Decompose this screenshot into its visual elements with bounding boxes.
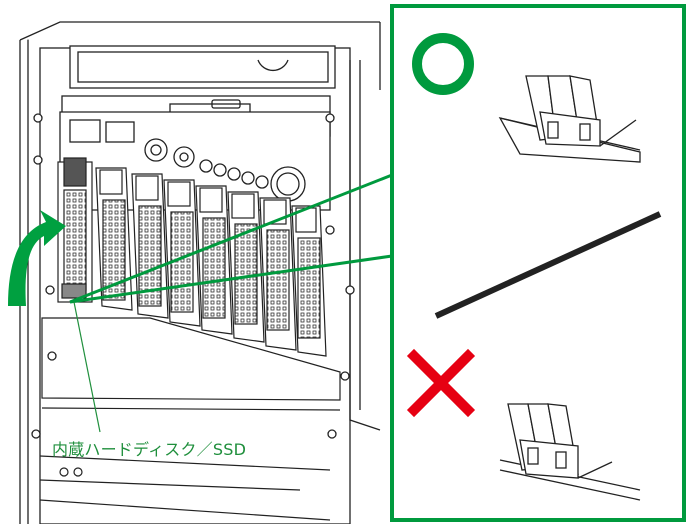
drive-tray-pulled xyxy=(57,157,93,303)
label-pointer-line xyxy=(73,301,101,433)
callout-leader-top xyxy=(69,173,393,304)
cross-icon xyxy=(406,348,476,418)
lower-panels xyxy=(39,317,341,521)
drive-tray-7 xyxy=(259,197,297,351)
drive-tray-3 xyxy=(131,173,169,319)
drive-tray-2 xyxy=(95,167,133,311)
drive-label: 内蔵ハードディスク／SSD xyxy=(52,440,247,459)
divider-line xyxy=(434,211,662,319)
drive-tray-6 xyxy=(227,191,265,343)
correct-insertion-detail xyxy=(498,75,641,163)
incorrect-insertion-detail xyxy=(499,403,641,501)
callout-leader-bottom xyxy=(69,254,393,304)
insert-arrow xyxy=(8,210,66,306)
server-chassis xyxy=(19,21,381,524)
circle-icon xyxy=(412,33,474,95)
drive-tray-4 xyxy=(163,179,201,327)
drive-tray-8 xyxy=(291,205,327,357)
drive-tray-5 xyxy=(195,185,233,335)
